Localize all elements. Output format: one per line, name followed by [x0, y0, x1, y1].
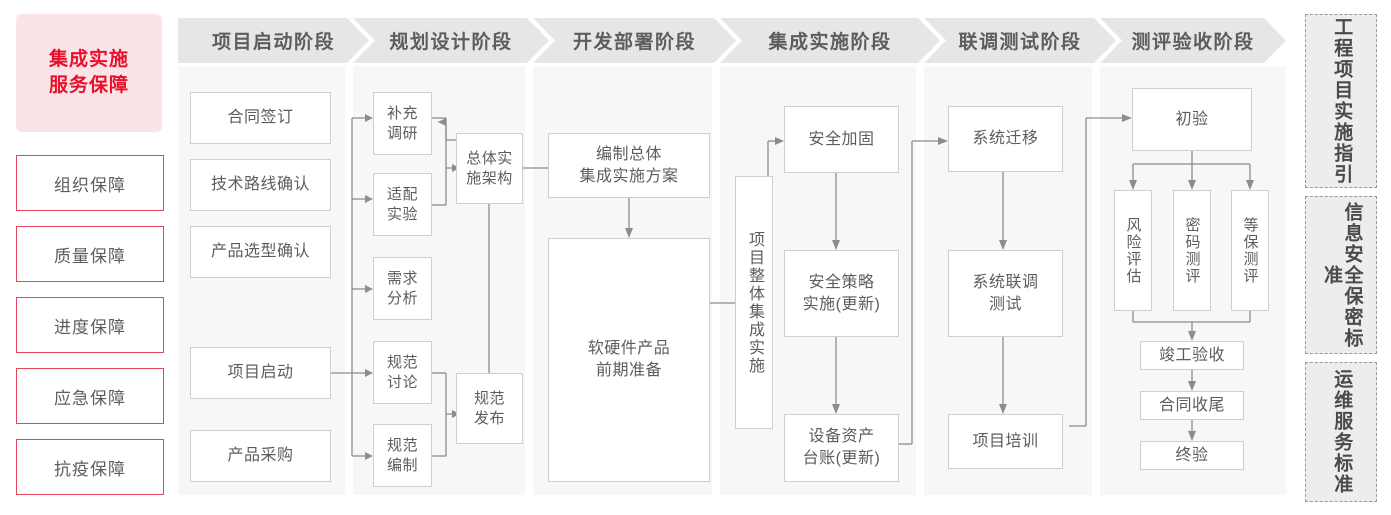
phase-header-4[interactable]: 集成实施阶段: [720, 18, 940, 63]
node-spec-drafting[interactable]: 规范 编制: [373, 424, 432, 487]
node-label: 终验: [1175, 446, 1209, 464]
node-label: 竣工验收: [1158, 346, 1225, 364]
node-label-line-1: 设备资产: [808, 428, 875, 445]
node-label-line-1: 软硬件产品: [587, 340, 671, 357]
node-label: 项目启动: [227, 364, 294, 381]
node-label-line-2: 编制: [386, 456, 418, 474]
node-label-line-2: 集成实施方案: [579, 167, 679, 185]
node-label: 项目整体集成实施: [746, 230, 763, 375]
node-label-line-1: 系统联调: [972, 273, 1039, 291]
phase-header-label: 联调测试阶段: [958, 32, 1082, 53]
node-final-acceptance[interactable]: 终验: [1140, 441, 1244, 470]
node-label-line-2: 施架构: [466, 169, 513, 187]
sidebar-item-epidemic[interactable]: 抗疫保障: [16, 439, 164, 495]
node-hardware-software-preparation[interactable]: 软硬件产品 前期准备: [548, 238, 710, 482]
node-label: 密码测评: [1183, 216, 1201, 285]
node-label-line-1: 规范: [473, 389, 505, 407]
node-contract-closeout[interactable]: 合同收尾: [1140, 391, 1244, 420]
standard-engineering-guideline[interactable]: 工程项目实施指引: [1305, 14, 1377, 188]
node-label: 等保测评: [1241, 216, 1259, 285]
node-overall-project-integration[interactable]: 项目整体集成实施: [735, 176, 773, 429]
guarantee-title-line-2: 服务保障: [48, 75, 129, 96]
node-security-policy-implementation[interactable]: 安全策略 实施(更新): [784, 250, 899, 337]
node-label-line-2: 发布: [473, 409, 505, 427]
node-system-joint-debug-test[interactable]: 系统联调 测试: [948, 250, 1063, 337]
phase-header-5[interactable]: 联调测试阶段: [924, 18, 1116, 63]
node-system-migration[interactable]: 系统迁移: [948, 106, 1063, 172]
node-label: 系统迁移: [972, 130, 1039, 147]
phase-header-3[interactable]: 开发部署阶段: [533, 18, 736, 63]
phase-header-6[interactable]: 测评验收阶段: [1100, 18, 1286, 63]
node-completion-acceptance[interactable]: 竣工验收: [1140, 341, 1244, 370]
sidebar-item-emergency[interactable]: 应急保障: [16, 368, 164, 424]
node-label-line-2: 分析: [386, 289, 418, 307]
node-label-line-1: 编制总体: [595, 145, 662, 163]
sidebar-item-schedule[interactable]: 进度保障: [16, 297, 164, 353]
node-label-line-1: 规范: [386, 436, 418, 454]
node-label-line-1: 需求: [386, 269, 418, 287]
node-label: 风险评估: [1124, 216, 1142, 285]
node-project-training[interactable]: 项目培训: [948, 414, 1063, 469]
node-label-line-2: 台账(更新): [802, 450, 881, 467]
node-label: 产品选型确认: [210, 243, 310, 260]
node-label-line-1: 规范: [386, 353, 418, 371]
phase-header-label: 规划设计阶段: [389, 32, 513, 53]
sidebar-item-label: 组织保障: [54, 175, 126, 195]
node-tech-route-confirm[interactable]: 技术路线确认: [190, 159, 331, 211]
node-cryptography-evaluation[interactable]: 密码测评: [1173, 190, 1211, 311]
guarantee-title-card: 集成实施 服务保障: [16, 14, 162, 132]
node-spec-release[interactable]: 规范 发布: [456, 373, 523, 444]
node-product-selection-confirm[interactable]: 产品选型确认: [190, 226, 331, 278]
node-label: 合同收尾: [1158, 396, 1225, 414]
phase-header-label: 测评验收阶段: [1131, 32, 1255, 53]
node-label: 安全加固: [808, 130, 875, 148]
node-adaptation-test[interactable]: 适配 实验: [373, 173, 432, 236]
sidebar-item-organization[interactable]: 组织保障: [16, 155, 164, 211]
node-asset-ledger-update[interactable]: 设备资产 台账(更新): [784, 414, 899, 482]
phase-header-label: 项目启动阶段: [211, 32, 335, 53]
sidebar-item-label: 抗疫保障: [54, 459, 126, 479]
node-overall-integration-plan[interactable]: 编制总体 集成实施方案: [548, 133, 710, 198]
node-requirement-analysis[interactable]: 需求 分析: [373, 257, 432, 320]
standard-label: 工程项目实施指引: [1331, 17, 1353, 185]
node-label: 项目培训: [972, 432, 1039, 450]
node-label: 技术路线确认: [210, 176, 310, 193]
node-security-hardening[interactable]: 安全加固: [784, 106, 899, 173]
node-supplementary-research[interactable]: 补充 调研: [373, 92, 432, 155]
node-spec-discussion[interactable]: 规范 讨论: [373, 341, 432, 404]
node-label-line-1: 补充: [386, 104, 418, 122]
phase-header-2[interactable]: 规划设计阶段: [353, 18, 549, 63]
node-label-line-2: 测试: [988, 295, 1022, 313]
sidebar-item-label: 进度保障: [54, 317, 126, 337]
standard-information-security[interactable]: 信息安全保密标准: [1305, 196, 1377, 354]
node-label: 合同签订: [227, 109, 294, 126]
sidebar-item-label: 质量保障: [54, 246, 126, 266]
node-label-line-1: 总体实: [466, 149, 513, 167]
node-label-line-2: 调研: [386, 124, 418, 142]
sidebar-item-label: 应急保障: [54, 388, 126, 408]
node-label: 产品采购: [227, 447, 294, 464]
node-contract-signing[interactable]: 合同签订: [190, 92, 331, 144]
node-label-line-1: 适配: [386, 185, 418, 203]
sidebar-item-quality[interactable]: 质量保障: [16, 226, 164, 282]
node-risk-assessment[interactable]: 风险评估: [1114, 190, 1152, 311]
node-label-line-2: 实验: [386, 205, 418, 223]
node-product-purchase[interactable]: 产品采购: [190, 430, 331, 482]
node-initial-acceptance[interactable]: 初验: [1132, 88, 1252, 151]
phase-header-label: 开发部署阶段: [572, 32, 696, 53]
guarantee-title-line-1: 集成实施: [48, 49, 129, 70]
phase-header-1[interactable]: 项目启动阶段: [178, 18, 369, 63]
node-label-line-1: 安全策略: [808, 273, 875, 291]
standard-label: 信息安全保密标准: [1321, 201, 1363, 349]
node-label-line-2: 实施(更新): [802, 295, 881, 313]
node-project-kickoff[interactable]: 项目启动: [190, 347, 331, 399]
standard-label: 运维服务标准: [1331, 369, 1353, 495]
node-overall-implementation-architecture[interactable]: 总体实 施架构: [456, 133, 523, 204]
node-label-line-2: 讨论: [386, 373, 418, 391]
standard-operations-service[interactable]: 运维服务标准: [1305, 362, 1377, 502]
node-label-line-2: 前期准备: [595, 362, 662, 379]
node-label: 初验: [1175, 110, 1209, 128]
phase-header-label: 集成实施阶段: [768, 32, 892, 53]
node-classified-protection-evaluation[interactable]: 等保测评: [1231, 190, 1269, 311]
